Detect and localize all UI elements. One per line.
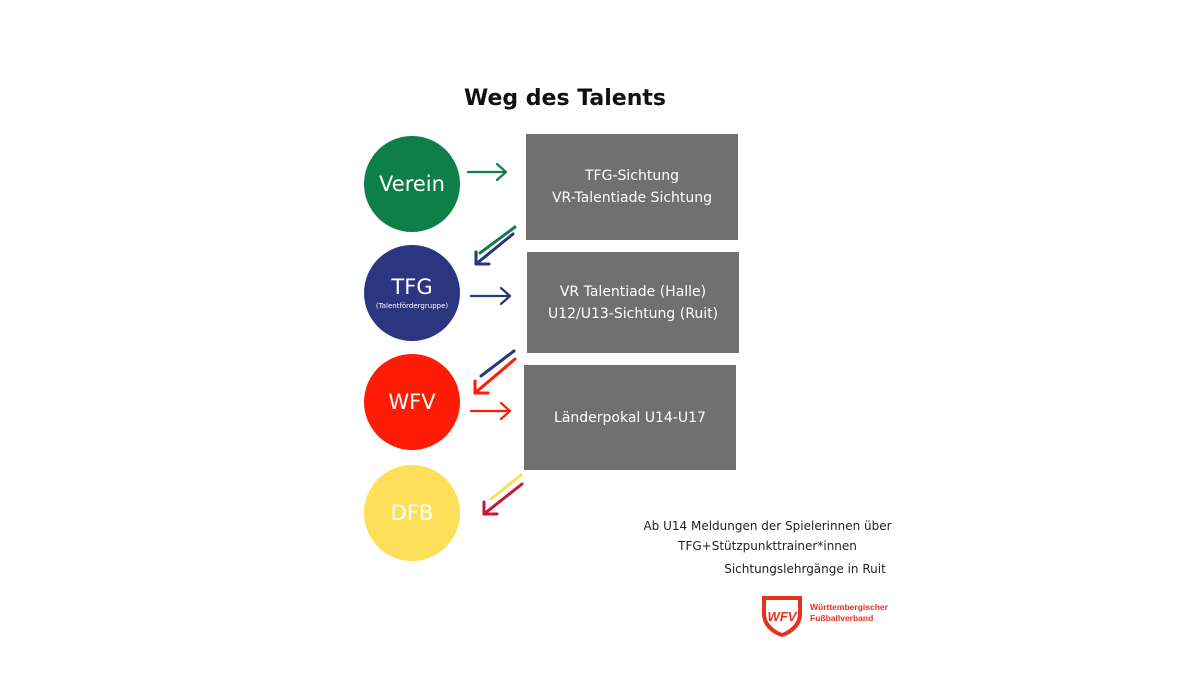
arrow-verein-to-box — [466, 162, 508, 182]
stage-tfg-label: TFG — [391, 274, 433, 299]
arrow-box2-to-wfv — [473, 349, 517, 395]
arrow-tfg-to-box — [469, 286, 512, 306]
sichtung-box-3: Länderpokal U14-U17 — [524, 365, 736, 470]
note-line-1: Ab U14 Meldungen der Spielerinnen über — [643, 519, 892, 533]
diagram-title: Weg des Talents — [464, 86, 666, 111]
wfv-shield-icon: WFV — [762, 596, 802, 637]
stage-verein-circle: Verein — [364, 136, 460, 232]
box-2-line-1: VR Talentiade (Halle) — [559, 283, 707, 300]
note-meldungen: Ab U14 Meldungen der Spielerinnen über T… — [630, 516, 905, 556]
logo-line-1: Württembergischer — [810, 602, 888, 612]
stage-dfb-label: DFB — [390, 500, 434, 525]
note-line-2: TFG+Stützpunkttrainer*innen — [678, 539, 857, 553]
stage-verein-label: Verein — [379, 171, 445, 196]
stage-dfb-circle: DFB — [364, 465, 460, 561]
logo-monogram: WFV — [768, 609, 798, 624]
note-lehrgaenge: Sichtungslehrgänge in Ruit — [724, 562, 886, 576]
stage-tfg-subtitle: (Talentfördergruppe) — [375, 301, 449, 310]
stage-tfg-circle: TFG (Talentfördergruppe) — [364, 245, 460, 341]
sichtung-box-1: TFG-Sichtung VR-Talentiade Sichtung — [526, 134, 738, 240]
arrow-box1-to-tfg — [474, 225, 517, 266]
box-1-line-1: TFG-Sichtung — [585, 168, 679, 184]
box-3-line-1: Länderpokal U14-U17 — [554, 409, 706, 426]
stage-wfv-label: WFV — [388, 389, 436, 414]
wfv-logo: WFV Württembergischer Fußballverband — [758, 592, 908, 638]
logo-text: Württembergischer Fußballverband — [810, 602, 888, 624]
stage-wfv-circle: WFV — [364, 354, 460, 450]
sichtung-box-2: VR Talentiade (Halle) U12/U13-Sichtung (… — [527, 252, 739, 353]
box-1-line-2: VR-Talentiade Sichtung — [551, 190, 713, 206]
arrow-wfv-to-box — [469, 401, 512, 421]
arrow-box3-to-dfb — [482, 473, 524, 516]
box-2-line-2: U12/U13-Sichtung (Ruit) — [547, 305, 719, 322]
logo-line-2: Fußballverband — [810, 613, 874, 623]
